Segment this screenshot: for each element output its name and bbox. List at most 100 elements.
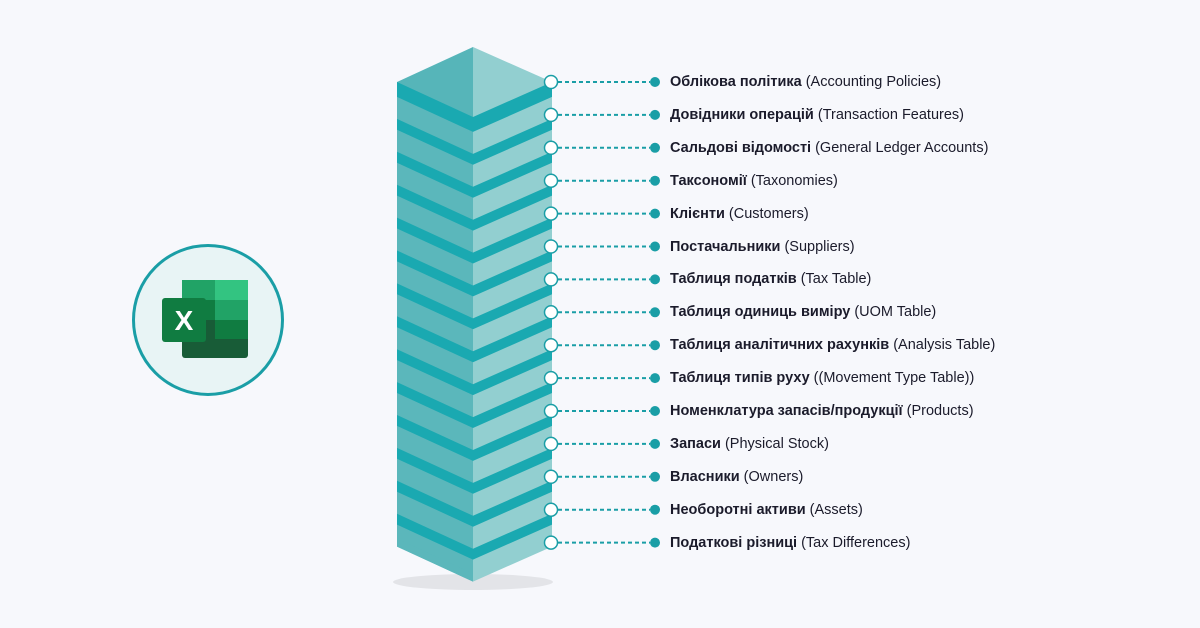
- item-title-en: (Customers): [724, 205, 809, 222]
- connector-dot: [650, 208, 660, 219]
- bottom-left-face: [397, 538, 473, 582]
- item-title-en: (Owners): [739, 468, 804, 485]
- connector-ring: [543, 436, 559, 452]
- item-title-en: (Tax Differences): [797, 534, 911, 551]
- layer-right-face: [473, 425, 552, 483]
- connector-ring: [543, 469, 559, 485]
- layer-left-face: [397, 96, 473, 154]
- connector-dot: [650, 142, 660, 153]
- connector-dot: [650, 340, 660, 351]
- layer-right-face: [473, 129, 552, 187]
- layer-left-face: [397, 195, 473, 253]
- item-title-en: (UOM Table): [850, 304, 937, 321]
- layer-left-face: [397, 228, 473, 286]
- item-title-ua: Запаси: [670, 435, 721, 452]
- excel-icon: X: [162, 280, 248, 358]
- layer-left-face: [397, 360, 473, 418]
- list-item: Постачальники (Suppliers): [670, 238, 855, 256]
- layer-right-face: [473, 327, 552, 385]
- layer-left-face: [397, 162, 473, 220]
- item-title-en: (Physical Stock): [720, 435, 829, 452]
- excel-letter: X: [175, 305, 194, 336]
- connector-dot: [650, 537, 660, 548]
- layer-left-face: [397, 261, 473, 319]
- item-title-en: (Accounting Policies): [801, 74, 942, 90]
- list-item: Сальдові відомості (General Ledger Accou…: [670, 139, 988, 157]
- connector-dot: [650, 438, 660, 449]
- item-title-en: (Tax Table): [796, 271, 872, 288]
- layer-left-face: [397, 327, 473, 385]
- layer-right-face: [473, 228, 552, 286]
- connector-ring: [543, 206, 559, 221]
- layer-right-face: [473, 458, 552, 516]
- connector-ring: [543, 272, 559, 287]
- connector-dot: [650, 504, 660, 515]
- item-title-ua: Сальдові відомості: [670, 139, 812, 156]
- item-title-ua: Таксономії: [670, 172, 747, 189]
- top-left-face: [397, 47, 473, 117]
- list-item: Власники (Owners): [670, 468, 803, 486]
- connector-dot: [650, 109, 660, 120]
- connector-ring: [543, 403, 559, 419]
- item-title-ua: Податкові різниці: [670, 534, 798, 551]
- item-title-ua: Довідники операцій: [670, 106, 814, 123]
- connector-dot: [650, 373, 660, 384]
- list-item: Податкові різниці (Tax Differences): [670, 534, 910, 552]
- list-item: Номенклатура запасів/продукції (Products…: [670, 402, 974, 420]
- layer-left-face: [397, 393, 473, 450]
- connector-ring: [543, 239, 559, 254]
- item-title-en: (Transaction Features): [813, 106, 964, 123]
- layer-right-face: [473, 360, 552, 418]
- list-item: Довідники операцій (Transaction Features…: [670, 106, 964, 124]
- connector-ring: [543, 337, 559, 353]
- item-title-ua: Таблиця податків: [670, 271, 797, 288]
- layer-right-face: [473, 261, 552, 319]
- layer-left-face: [397, 294, 473, 352]
- connector-dot: [650, 274, 660, 285]
- list-item: Таблиця одиниць виміру (UOM Table): [670, 303, 936, 321]
- excel-badge: X: [132, 244, 284, 396]
- layer-left-face: [397, 491, 473, 549]
- item-title-en: (Analysis Table): [889, 337, 996, 354]
- connector-ring: [543, 173, 559, 188]
- item-title-en: (General Ledger Accounts): [811, 139, 989, 156]
- list-item: Таблиця податків (Tax Table): [670, 270, 871, 288]
- connector-ring: [543, 535, 559, 550]
- connector-ring: [543, 370, 559, 386]
- list-item: Облікова політика (Accounting Policies): [670, 73, 941, 91]
- connector-ring: [543, 74, 559, 90]
- item-title-ua: Таблиця типів руху: [670, 370, 810, 387]
- item-title-ua: Номенклатура запасів/продукції: [670, 403, 903, 419]
- connector-ring: [543, 107, 559, 123]
- connector-ring: [543, 305, 559, 320]
- item-title-ua: Необоротні активи: [670, 501, 806, 518]
- list-item: Необоротні активи (Assets): [670, 501, 863, 519]
- list-item: Таксономії (Taxonomies): [670, 172, 838, 190]
- item-title-ua: Таблиця аналітичних рахунків: [670, 337, 890, 354]
- layer-left-face: [397, 129, 473, 187]
- connector-dot: [650, 307, 660, 318]
- list-item: Клієнти (Customers): [670, 205, 809, 223]
- connector-dot: [650, 77, 660, 87]
- layer-left-face: [397, 458, 473, 516]
- item-title-ua: Облікова політика: [670, 74, 802, 90]
- layer-right-face: [473, 491, 552, 549]
- connector-dot: [650, 471, 660, 482]
- connector-dot: [650, 241, 660, 252]
- connector-dot: [650, 406, 660, 416]
- layer-right-face: [473, 195, 552, 253]
- list-item: Таблиця аналітичних рахунків (Analysis T…: [670, 336, 995, 354]
- layer-right-face: [473, 393, 552, 450]
- list-item: Таблиця типів руху ((Movement Type Table…: [670, 369, 974, 387]
- connector-dot: [650, 175, 660, 186]
- layer-right-face: [473, 294, 552, 352]
- item-title-ua: Власники: [670, 468, 740, 485]
- list-item: Запаси (Physical Stock): [670, 435, 829, 453]
- connector-ring: [543, 140, 559, 156]
- item-title-en: (Taxonomies): [746, 172, 838, 189]
- top-right-face: [473, 47, 552, 117]
- tower-shadow: [393, 574, 553, 590]
- item-title-en: (Assets): [805, 501, 863, 518]
- item-title-en: ((Movement Type Table)): [809, 370, 975, 387]
